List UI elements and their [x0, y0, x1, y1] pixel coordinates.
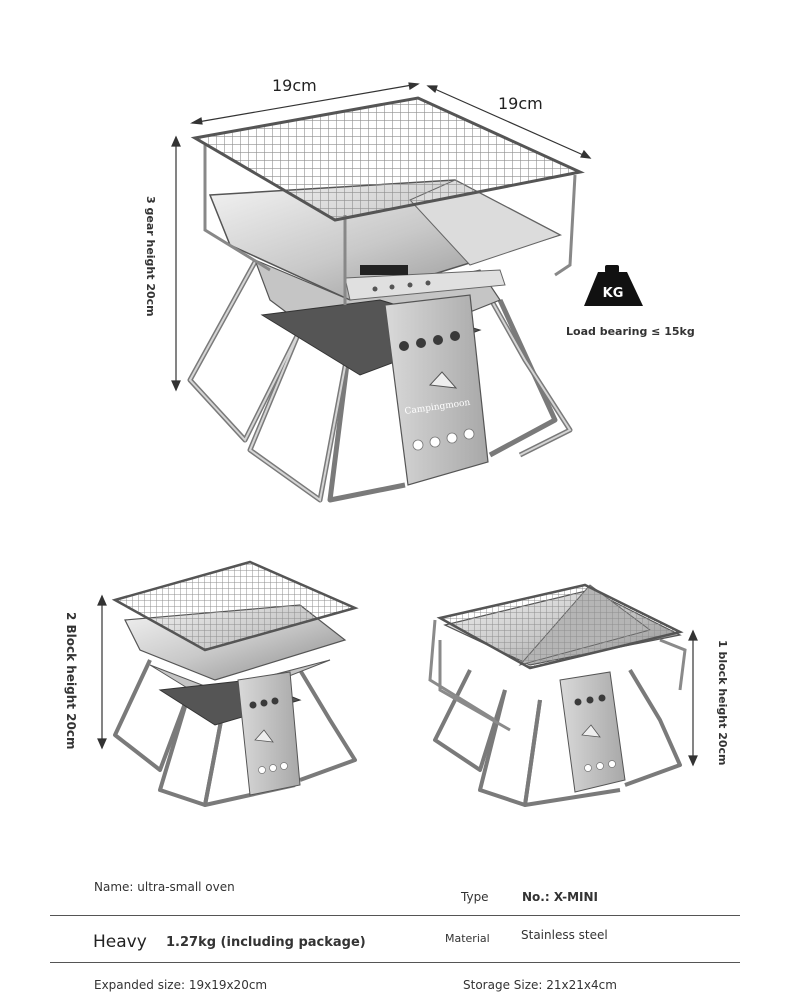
spec-type-label: Type	[461, 890, 489, 904]
small-right-height-label: 1 block height 20cm	[716, 640, 729, 766]
small-grill-right-dimension	[688, 629, 698, 767]
spec-material-value: Stainless steel	[521, 928, 608, 942]
small-grill-right	[428, 583, 687, 807]
top-width-label: 19cm	[272, 76, 317, 95]
small-grill-left-dimension	[97, 594, 107, 750]
spec-expanded-size: Expanded size: 19x19x20cm	[94, 978, 268, 992]
spec-heavy-label: Heavy	[93, 932, 147, 952]
spec-heavy-value: 1.27kg (including package)	[166, 935, 366, 950]
spec-storage-size: Storage Size: 21x21x4cm	[463, 978, 617, 992]
width-dimension-line	[190, 82, 420, 125]
left-height-label: 3 gear height 20cm	[144, 196, 157, 317]
spec-divider-top	[50, 915, 740, 916]
spec-name: Name: ultra-small oven	[94, 880, 235, 894]
spec-material-label: Material	[445, 932, 490, 945]
spec-divider-bottom	[50, 962, 740, 963]
small-left-height-label: 2 Block height 20cm	[64, 612, 78, 750]
depth-dimension-line	[426, 85, 592, 159]
load-bearing-label: Load bearing ≤ 15kg	[566, 325, 695, 338]
main-grill: Campingmoon	[187, 96, 585, 503]
height-dimension-line	[171, 135, 181, 392]
top-depth-label: 19cm	[498, 94, 543, 113]
small-grill-left	[111, 560, 359, 807]
spec-type-value: No.: X-MINI	[522, 890, 598, 904]
weight-icon: KG	[584, 265, 643, 306]
weight-icon-text: KG	[603, 286, 624, 301]
